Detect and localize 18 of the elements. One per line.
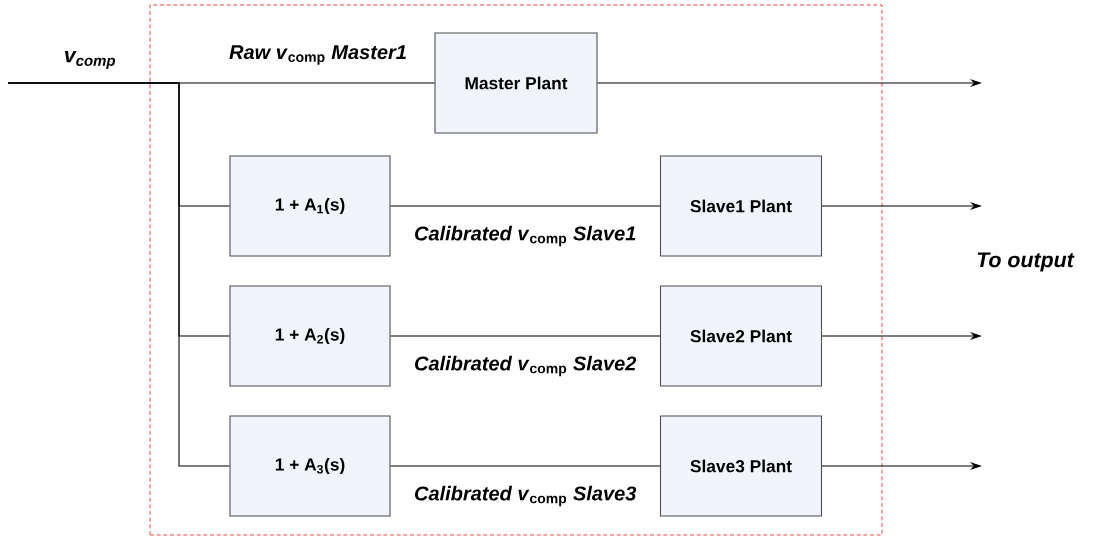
connector-line bbox=[390, 465, 661, 467]
block-box: Master Plant bbox=[434, 32, 598, 134]
connector-line bbox=[390, 205, 661, 207]
block-box: Slave3 Plant bbox=[659, 415, 823, 517]
block-box: 1 + A$_{2}$(s) bbox=[229, 285, 391, 387]
edge-label: Calibrated v$_{comp}$ Slave1 bbox=[412, 224, 638, 248]
block-box: Slave2 Plant bbox=[659, 285, 823, 387]
connector-line bbox=[7, 82, 230, 467]
signal-label: v$_{comp}$ bbox=[65, 51, 116, 69]
edge-label: Calibrated v$_{comp}$ Slave3 bbox=[412, 484, 638, 508]
block-box: 1 + A$_{1}$(s) bbox=[229, 155, 391, 257]
block-box: Slave1 Plant bbox=[659, 155, 823, 257]
signal-label: To output bbox=[977, 252, 1075, 272]
edge-label: Calibrated v$_{comp}$ Slave2 bbox=[412, 354, 638, 378]
edge-label: Raw v$_{comp}$ Master1 bbox=[227, 43, 409, 67]
dashed-frame bbox=[149, 4, 883, 536]
connector-line bbox=[390, 335, 661, 337]
block-box: 1 + A$_{3}$(s) bbox=[229, 415, 391, 517]
